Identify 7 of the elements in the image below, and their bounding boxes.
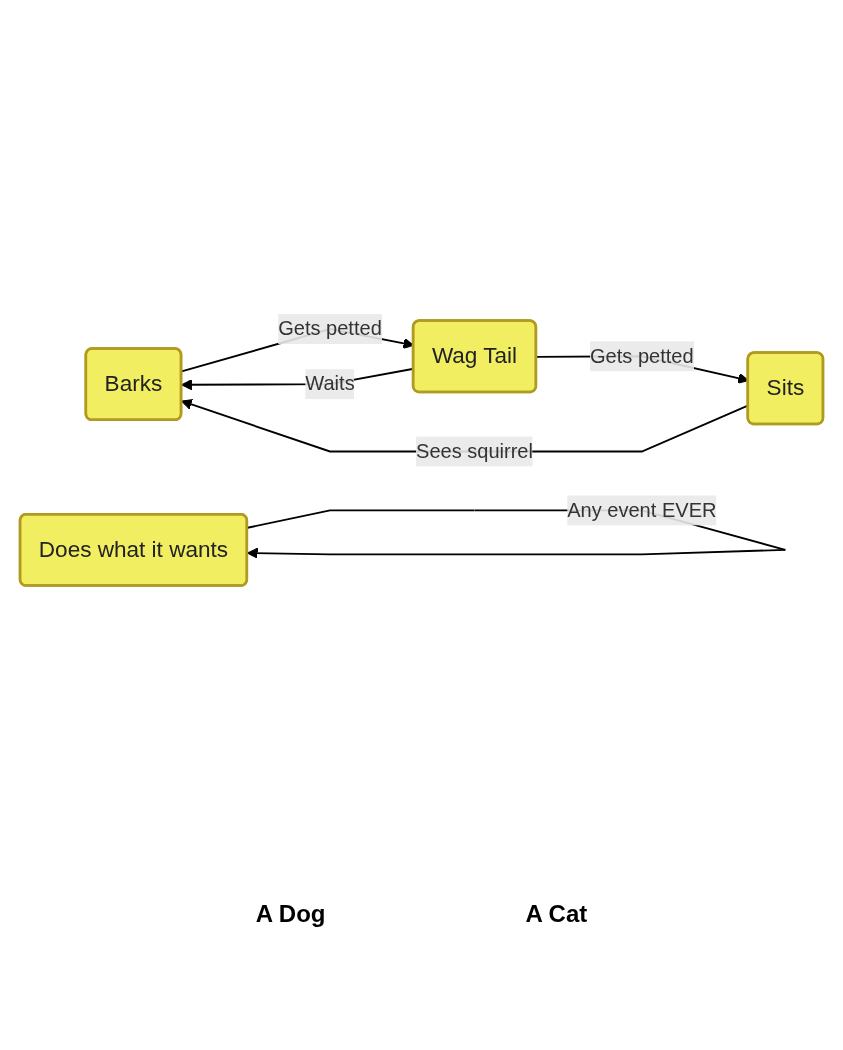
edge-label: Gets petted [278, 317, 382, 340]
edge-label: Gets petted [590, 345, 694, 367]
diagram-caption: A Dog [255, 900, 326, 928]
diagram-caption: A Cat [525, 900, 588, 928]
edge-label: Waits [305, 373, 355, 395]
edge-label: Sees squirrel [416, 440, 533, 462]
edge-label: Any event EVER [567, 499, 717, 521]
